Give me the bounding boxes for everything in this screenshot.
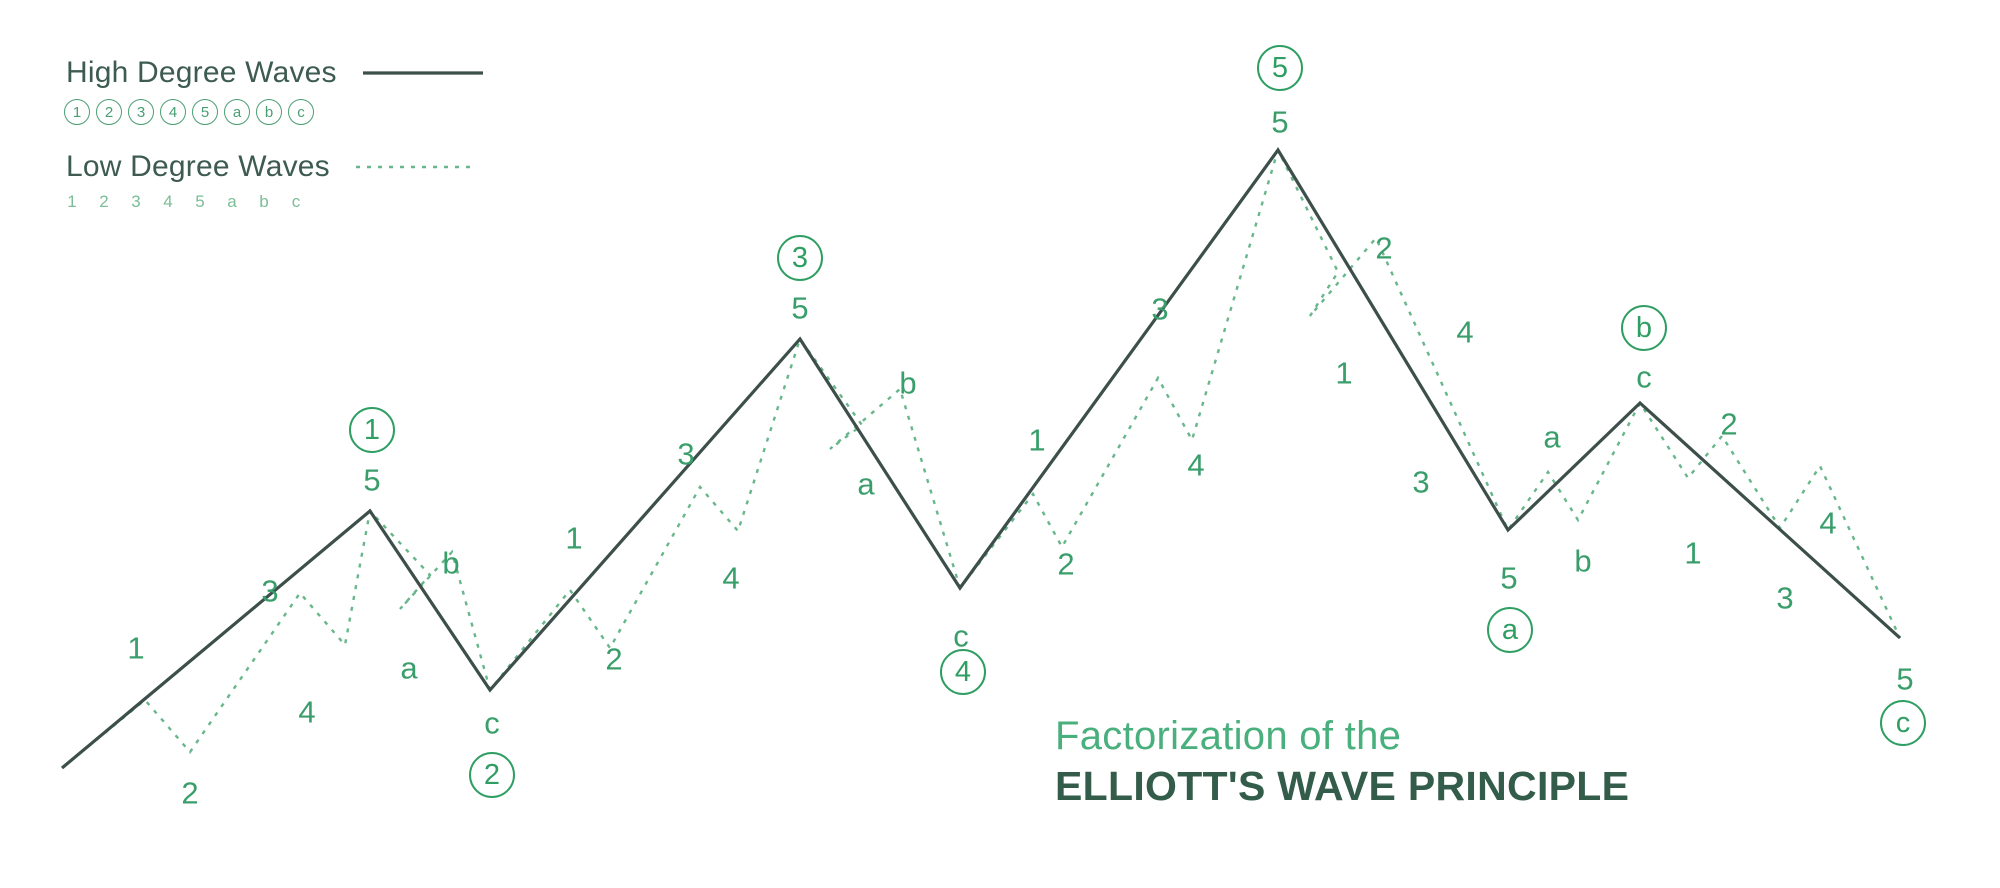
legend-high-degree-marker: 4 (160, 99, 186, 125)
title-subtitle: Factorization of the (1055, 714, 1402, 758)
legend-low-degree-row: Low Degree Waves (66, 150, 476, 184)
low-degree-wave-label: 2 (605, 641, 623, 677)
legend-high-degree-marker: a (224, 99, 250, 125)
high-degree-wave-label: a (1487, 607, 1533, 653)
legend-high-degree-marker: c (288, 99, 314, 125)
high-degree-wave-label: 3 (777, 235, 823, 281)
legend-high-degree-sample (362, 63, 483, 83)
low-degree-wave-label: b (899, 365, 917, 401)
low-degree-wave-label: 1 (565, 520, 583, 556)
high-degree-wave-label: 4 (940, 649, 986, 695)
low-degree-wave-label: 3 (677, 436, 695, 472)
legend-low-degree-sample (355, 157, 476, 177)
low-degree-wave-label: 4 (1819, 505, 1837, 541)
legend-high-degree-marker: 5 (192, 99, 218, 125)
legend-high-degree-label: High Degree Waves (66, 56, 337, 89)
low-degree-wave-label: 4 (1456, 314, 1474, 350)
legend-low-degree-marker: 3 (131, 192, 141, 211)
low-degree-wave-label: 1 (1684, 535, 1702, 571)
title-block: Factorization of the ELLIOTT'S WAVE PRIN… (1055, 712, 1629, 812)
low-degree-wave-label: a (1543, 419, 1561, 455)
high-degree-wave-label: 2 (469, 752, 515, 798)
low-degree-wave-label: 1 (1335, 355, 1353, 391)
low-degree-wave-label: 5 (1500, 560, 1518, 596)
legend-low-degree-label: Low Degree Waves (66, 150, 330, 183)
low-degree-wave-label: 1 (127, 630, 145, 666)
low-degree-wave-label: 3 (1151, 291, 1169, 327)
legend-high-degree-marker: 2 (96, 99, 122, 125)
legend-high-degree-marker: 3 (128, 99, 154, 125)
legend-high-degree-marker: 1 (64, 99, 90, 125)
low-degree-wave-label: 5 (791, 290, 809, 326)
low-degree-wave-label: 2 (181, 775, 199, 811)
low-degree-wave-label: c (953, 618, 969, 654)
high-degree-wave-label: 5 (1257, 45, 1303, 91)
low-degree-wave-label: 2 (1375, 230, 1393, 266)
high-degree-wave-label: 1 (349, 407, 395, 453)
low-degree-wave-label: 2 (1720, 406, 1738, 442)
legend-low-degree-markers: 1 2 3 4 5 a b c (66, 192, 302, 212)
legend-low-degree-marker: b (259, 192, 269, 211)
low-degree-wave-label: 3 (261, 573, 279, 609)
low-degree-wave-label: b (442, 545, 460, 581)
low-degree-wave-label: 4 (298, 694, 316, 730)
legend-low-degree-marker: 2 (99, 192, 109, 211)
page-title: ELLIOTT'S WAVE PRINCIPLE (1055, 762, 1630, 809)
legend-low-degree-marker: 4 (163, 192, 173, 211)
legend-low-degree-marker: 1 (67, 192, 77, 211)
low-degree-wave-label: 5 (1896, 661, 1914, 697)
high-degree-wave-line (60, 147, 1902, 770)
low-degree-wave-label: b (1574, 543, 1592, 579)
low-degree-wave-label: a (857, 466, 875, 502)
low-degree-wave-line (61, 146, 1902, 769)
low-degree-wave-label: a (400, 650, 418, 686)
low-degree-wave-label: 5 (1271, 104, 1289, 140)
high-degree-wave-label: b (1621, 305, 1667, 351)
low-degree-wave-label: 1 (1028, 422, 1046, 458)
legend-low-degree-marker: 5 (195, 192, 205, 211)
legend-low-degree-marker: a (227, 192, 237, 211)
legend-high-degree-row: High Degree Waves (66, 56, 483, 90)
low-degree-wave-label: 3 (1776, 580, 1794, 616)
low-degree-wave-label: 3 (1412, 464, 1430, 500)
low-degree-wave-label: 4 (1187, 447, 1205, 483)
low-degree-wave-label: 5 (363, 462, 381, 498)
low-degree-wave-label: 4 (722, 560, 740, 596)
low-degree-wave-label: 2 (1057, 546, 1075, 582)
legend-high-degree-marker: b (256, 99, 282, 125)
legend-low-degree-marker: c (291, 192, 301, 211)
low-degree-wave-label: c (1636, 359, 1652, 395)
low-degree-wave-label: c (484, 705, 500, 741)
high-degree-wave-label: c (1880, 700, 1926, 746)
